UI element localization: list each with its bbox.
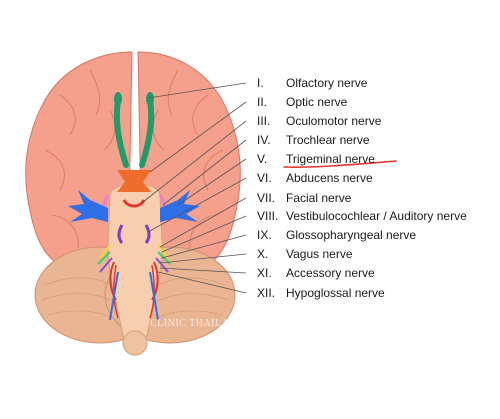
trigeminal-nerve-right [160, 190, 200, 222]
nerve-numeral: III. [257, 114, 271, 128]
nerve-name: Trochlear nerve [286, 133, 370, 147]
nerve-numeral: VI. [257, 171, 272, 185]
nerve-name: Hypoglossal nerve [286, 286, 385, 300]
nerve-name: Vagus nerve [286, 247, 353, 261]
nerve-name: Abducens nerve [286, 171, 373, 185]
oculomotor-nerve [122, 199, 146, 208]
nerve-numeral: II. [257, 95, 268, 109]
nerve-numeral: VII. [257, 191, 276, 205]
nerve-name: Glossopharyngeal nerve [286, 228, 417, 242]
leader-lines [142, 82, 247, 294]
optic-chiasm [117, 170, 151, 192]
nerve-numeral: X. [257, 247, 269, 261]
nerve-name: Vestibulocochlear / Auditory nerve [286, 209, 467, 223]
nerve-numeral: XII. [257, 286, 276, 300]
nerve-name: Facial nerve [286, 191, 352, 205]
nerve-name: Oculomotor nerve [286, 114, 382, 128]
nerve-numeral: XI. [257, 266, 272, 280]
spinal-cord [122, 330, 148, 356]
nerve-numeral: IV. [257, 133, 271, 147]
nerve-numeral: IX. [257, 228, 272, 242]
trigeminal-nerve-left [68, 190, 108, 222]
nerve-name: Accessory nerve [286, 266, 375, 280]
lower-cranial-nerves [97, 244, 171, 321]
nerve-name: Optic nerve [286, 95, 348, 109]
nerve-numeral: I. [257, 76, 264, 90]
nerve-numeral: VIII. [257, 209, 279, 223]
watermark: CLINIC THAILAND [150, 318, 245, 329]
nerve-name: Olfactory nerve [286, 76, 368, 90]
trigeminal-highlight-underline [283, 160, 397, 168]
nerve-name: Trigeminal nerve [286, 152, 375, 166]
nerve-numeral: V. [257, 152, 268, 166]
